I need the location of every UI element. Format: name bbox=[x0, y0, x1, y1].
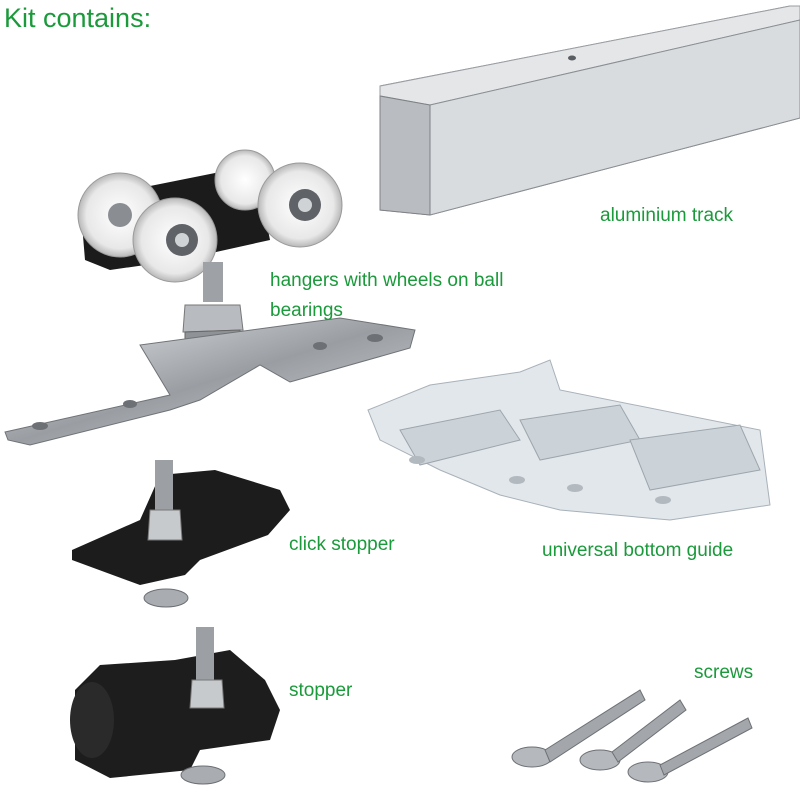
kit-contains-title: Kit contains: bbox=[4, 3, 152, 33]
stopper-image bbox=[70, 627, 280, 785]
hanger-with-wheels-image bbox=[4, 149, 416, 446]
aluminium-track-label: aluminium track bbox=[600, 205, 734, 226]
universal-bottom-guide-image bbox=[367, 359, 771, 521]
stopper-label: stopper bbox=[289, 680, 353, 701]
click-stopper-label: click stopper bbox=[289, 534, 395, 555]
screw-2-icon bbox=[579, 699, 687, 771]
hangers-label: hangers with wheels on ball bearings bbox=[270, 270, 504, 321]
screw-1-icon bbox=[511, 689, 646, 768]
screw-3-icon bbox=[627, 717, 753, 783]
screws-image bbox=[511, 689, 753, 783]
click-stopper-image bbox=[72, 460, 290, 608]
screws-label: screws bbox=[694, 662, 754, 683]
aluminium-track-image bbox=[379, 5, 800, 216]
bottom-guide-label: universal bottom guide bbox=[542, 540, 734, 561]
